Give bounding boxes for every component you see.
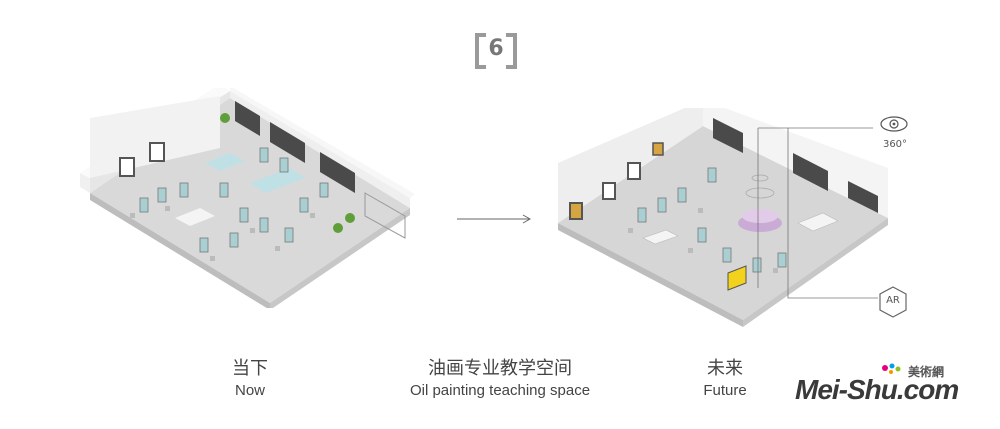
figure-number-badge <box>475 33 517 69</box>
panorama-360-icon <box>880 116 908 132</box>
logo-splash-icon <box>882 363 901 374</box>
now-classroom-illustration <box>80 88 415 308</box>
caption-future-en: Future <box>703 382 747 399</box>
caption-middle-en: Oil painting teaching space <box>409 382 591 399</box>
caption-now-zh: 当下 <box>232 358 268 379</box>
ar-icon <box>879 286 907 318</box>
future-classroom-illustration <box>558 108 888 327</box>
caption-future: 未来 Future <box>660 354 790 399</box>
transition-arrow <box>457 214 532 224</box>
figure-number: 6 <box>488 36 504 61</box>
caption-middle-zh: 油画专业教学空间 <box>428 358 572 379</box>
panorama-360-label: 360° <box>882 139 908 150</box>
caption-middle: 油画专业教学空间 Oil painting teaching space <box>365 354 635 399</box>
site-logo[interactable]: Mei-Shu.com <box>795 374 959 405</box>
site-logo-zh: 美術網 <box>908 365 945 379</box>
ar-label: AR <box>886 295 900 306</box>
caption-now: 当下 Now <box>200 354 300 399</box>
caption-now-en: Now <box>234 382 265 399</box>
caption-future-zh: 未来 <box>707 358 743 379</box>
